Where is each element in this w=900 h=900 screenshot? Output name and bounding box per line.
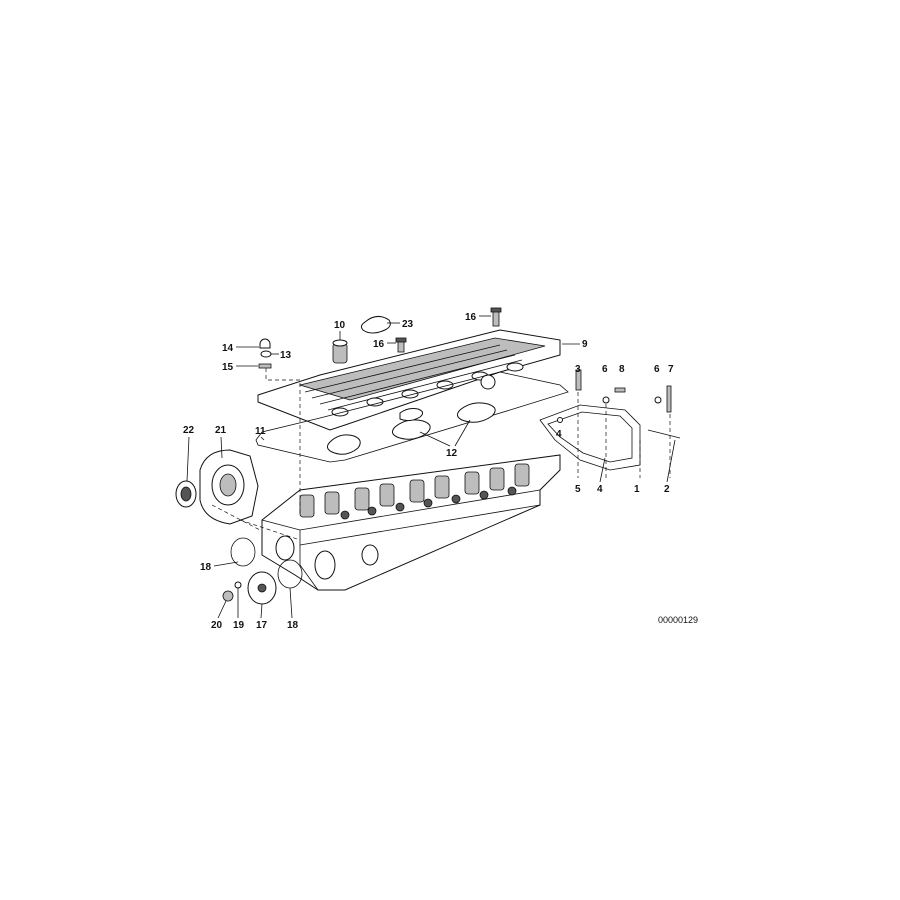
cylinder-head [261,454,561,591]
callout-11: 11 [255,426,266,437]
callout-10: 10 [334,320,346,331]
callout-21: 21 [215,425,227,436]
o-ring-left [230,537,256,567]
stud-16-left [395,337,407,353]
front-housing [199,449,259,525]
washer [260,350,272,358]
diagram-code: 00000129 [658,615,698,625]
callout-13: 13 [280,350,292,361]
callout-4-top: 4 [556,429,562,440]
leader-dashes-right [577,392,671,478]
oil-filler-cap [360,316,391,334]
leader-dashes-left [265,368,301,515]
stud-16-top [490,307,502,327]
callout-16-top: 16 [465,312,477,323]
callout-4-bottom: 4 [597,484,603,495]
valve-cover-gasket [255,371,569,463]
callout-18-right: 18 [287,620,299,631]
callout-6-a: 6 [602,364,608,375]
callout-18-left: 18 [200,562,212,573]
callout-8: 8 [619,364,625,375]
callout-3: 3 [575,364,581,375]
leader-dashes-front [211,504,301,541]
valve-cover [257,329,561,431]
callout-14: 14 [222,343,234,354]
callout-12: 12 [446,448,458,459]
callout-5: 5 [575,484,581,495]
small-washer [234,581,242,589]
callout-20: 20 [211,620,223,631]
callout-19: 19 [233,620,245,631]
callout-23: 23 [402,319,414,330]
callout-17: 17 [256,620,268,631]
oil-filler-neck [332,339,348,364]
callout-7: 7 [668,364,674,375]
end-cover-bolts [557,369,681,439]
callout-1: 1 [634,484,640,495]
plug-bolt [222,590,234,602]
callout-6-b: 6 [654,364,660,375]
callout-15: 15 [222,362,234,373]
callout-9: 9 [582,339,588,350]
cap-nut [259,338,271,349]
callouts: 1 2 3 4 4 5 6 6 7 8 9 10 11 12 13 [183,312,676,631]
callout-2: 2 [664,484,670,495]
shaft-seal [175,480,197,508]
spark-plug-seals [326,402,496,455]
screw [258,363,272,369]
round-cover [247,571,277,605]
callout-16-left: 16 [373,339,385,350]
callout-22: 22 [183,425,195,436]
